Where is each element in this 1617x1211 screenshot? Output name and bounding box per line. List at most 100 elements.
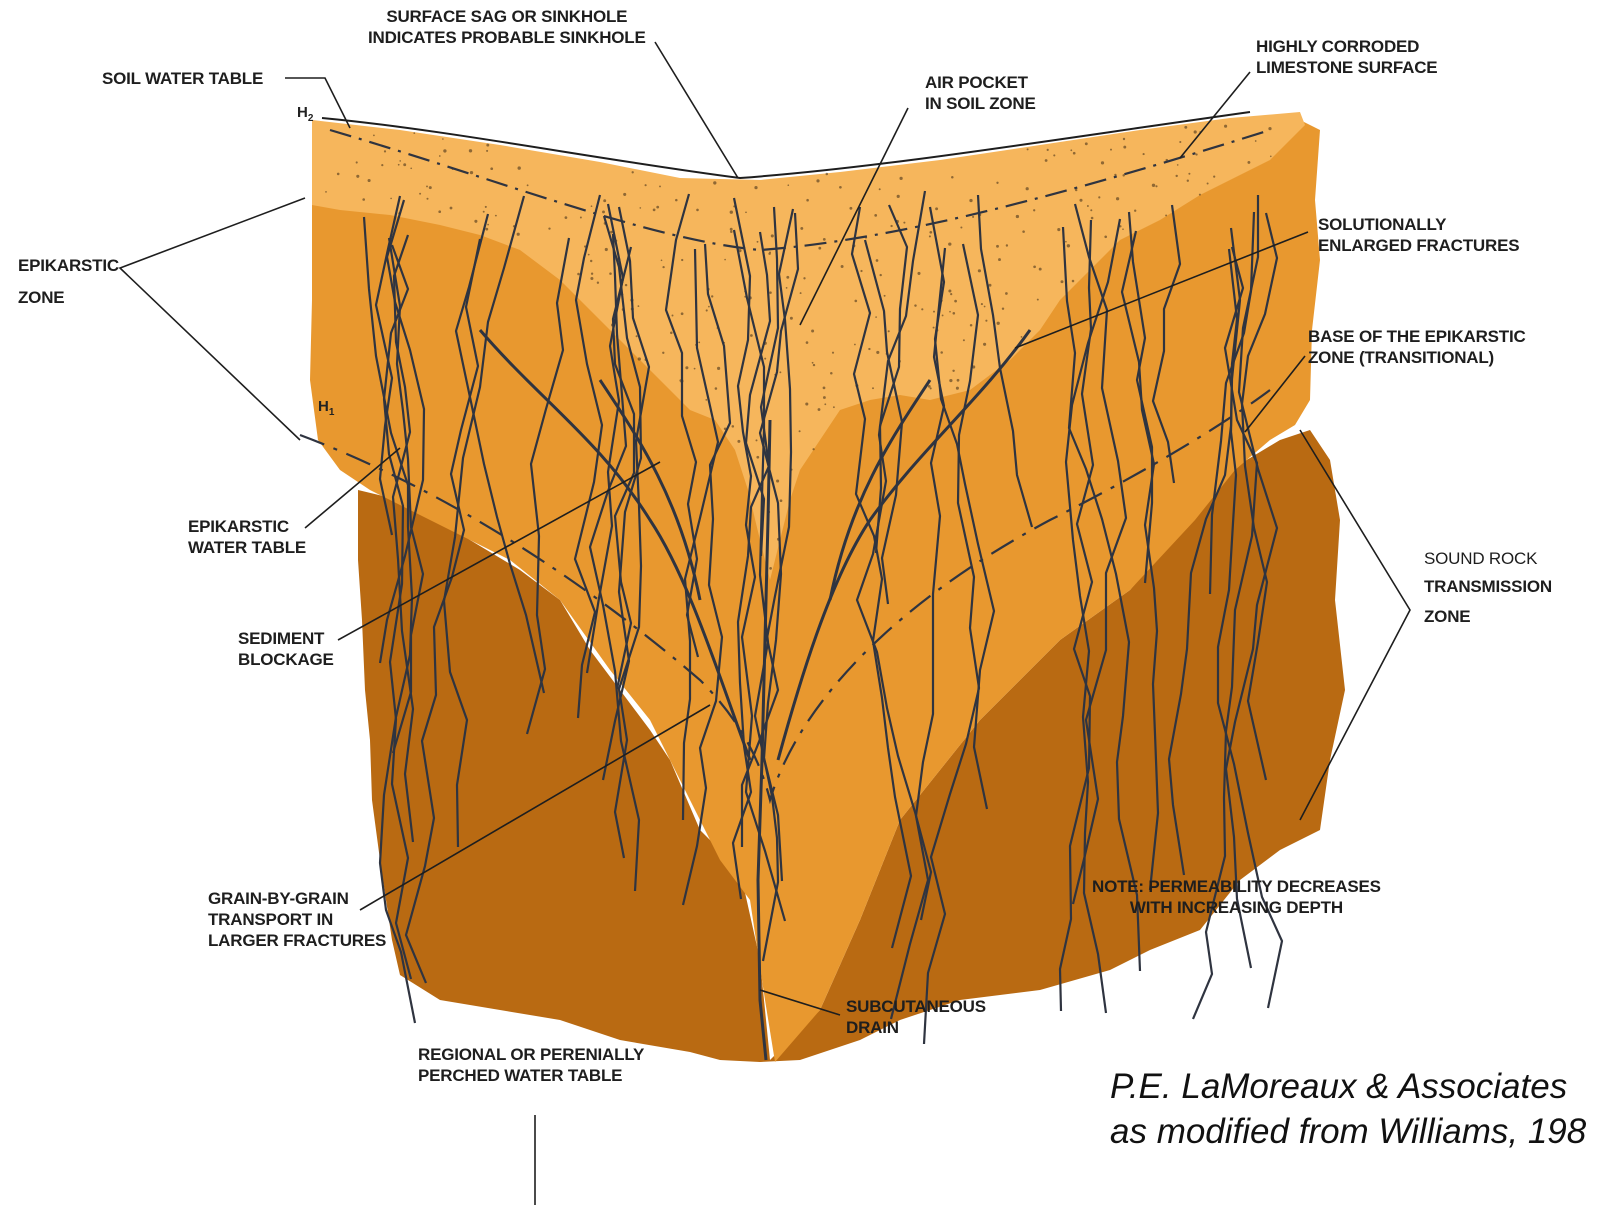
label-surface-sag-2: INDICATES PROBABLE SINKHOLE — [368, 27, 646, 48]
stipple-dot — [764, 358, 766, 360]
stipple-dot — [872, 387, 874, 389]
stipple-dot — [953, 312, 956, 315]
label-grain-transport-2: TRANSPORT IN — [208, 909, 386, 930]
stipple-dot — [950, 293, 952, 295]
stipple-dot — [933, 311, 935, 313]
stipple-dot — [711, 295, 713, 297]
stipple-dot — [952, 370, 954, 372]
stipple-dot — [997, 322, 1000, 325]
stipple-dot — [903, 222, 905, 224]
stipple-dot — [1268, 127, 1271, 130]
stipple-dot — [1085, 142, 1088, 145]
stipple-dot — [776, 479, 779, 482]
stipple-dot — [890, 225, 892, 227]
stipple-dot — [410, 167, 412, 169]
stipple-dot — [1067, 244, 1070, 247]
stipple-dot — [1061, 280, 1064, 283]
stipple-dot — [989, 284, 992, 287]
stipple-dot — [928, 385, 931, 388]
stipple-dot — [917, 272, 920, 275]
label-base-epikarstic: BASE OF THE EPIKARSTIC ZONE (TRANSITIONA… — [1308, 326, 1526, 368]
label-regional-water-table-1: REGIONAL OR PERENIALLY — [418, 1044, 644, 1065]
stipple-dot — [769, 291, 772, 294]
stipple-dot — [426, 185, 428, 187]
source-credit: P.E. LaMoreaux & Associates as modified … — [1110, 1064, 1586, 1154]
stipple-dot — [823, 238, 826, 241]
stipple-dot — [983, 343, 986, 346]
stipple-dot — [880, 274, 882, 276]
stipple-dot — [948, 289, 951, 292]
label-grain-transport: GRAIN-BY-GRAIN TRANSPORT IN LARGER FRACT… — [208, 888, 386, 951]
stipple-dot — [485, 228, 488, 231]
stipple-dot — [1184, 126, 1187, 129]
label-note: NOTE: PERMEABILITY DECREASES WITH INCREA… — [1092, 876, 1381, 918]
stipple-dot — [384, 150, 386, 152]
stipple-dot — [1090, 209, 1092, 211]
label-solutionally-enlarged-2: ENLARGED FRACTURES — [1318, 235, 1519, 256]
stipple-dot — [1021, 336, 1023, 338]
label-transmission-zone-1: TRANSMISSION — [1424, 572, 1552, 602]
label-epikarstic-water-table: EPIKARSTIC WATER TABLE — [188, 516, 306, 558]
stipple-dot — [780, 499, 783, 502]
stipple-dot — [1075, 189, 1077, 191]
stipple-dot — [373, 135, 375, 137]
label-air-pocket-1: AIR POCKET — [925, 72, 1036, 93]
stipple-dot — [591, 273, 593, 275]
stipple-dot — [590, 260, 592, 262]
stipple-dot — [1079, 199, 1082, 202]
stipple-dot — [527, 184, 529, 186]
stipple-dot — [661, 259, 663, 261]
stipple-dot — [1005, 292, 1008, 295]
stipple-dot — [1152, 184, 1155, 187]
stipple-dot — [597, 282, 599, 284]
stipple-dot — [996, 182, 998, 184]
stipple-dot — [591, 205, 593, 207]
label-base-epikarstic-1: BASE OF THE EPIKARSTIC — [1308, 326, 1526, 347]
label-transmission-zone-2: ZONE — [1424, 602, 1552, 632]
stipple-dot — [1194, 130, 1197, 133]
stipple-dot — [1047, 149, 1049, 151]
stipple-dot — [957, 379, 960, 382]
stipple-dot — [1053, 154, 1055, 156]
stipple-dot — [854, 344, 856, 346]
stipple-dot — [337, 173, 340, 176]
stipple-dot — [839, 186, 842, 189]
stipple-dot — [625, 284, 627, 286]
stipple-dot — [1002, 307, 1004, 309]
stipple-dot — [580, 217, 582, 219]
stipple-dot — [730, 228, 733, 231]
source-credit-line-1: P.E. LaMoreaux & Associates — [1110, 1064, 1586, 1109]
stipple-dot — [876, 351, 879, 354]
stipple-dot — [696, 209, 699, 212]
label-highly-corroded: HIGHLY CORRODED LIMESTONE SURFACE — [1256, 36, 1437, 78]
label-note-2: WITH INCREASING DEPTH — [1092, 897, 1381, 918]
stipple-dot — [730, 211, 733, 214]
stipple-dot — [1122, 228, 1124, 230]
stipple-dot — [398, 164, 400, 166]
stipple-dot — [849, 207, 852, 210]
stipple-dot — [470, 171, 473, 174]
stipple-dot — [949, 379, 952, 382]
label-soil-water-table: SOIL WATER TABLE — [102, 68, 263, 89]
label-h2: H2 — [297, 104, 313, 124]
stipple-dot — [954, 300, 957, 303]
stipple-dot — [485, 206, 487, 208]
stipple-dot — [930, 387, 932, 389]
stipple-dot — [429, 186, 432, 189]
label-regional-water-table-2: PERCHED WATER TABLE — [418, 1065, 644, 1086]
stipple-dot — [790, 317, 793, 320]
stipple-dot — [868, 348, 870, 350]
stipple-dot — [356, 175, 359, 178]
label-epikarstic-zone-1: EPIKARSTIC — [18, 250, 119, 282]
stipple-dot — [639, 207, 641, 209]
label-h1: H1 — [318, 398, 334, 418]
stipple-dot — [1213, 176, 1215, 178]
stipple-dot — [636, 335, 638, 337]
stipple-dot — [681, 312, 684, 315]
stipple-dot — [1033, 265, 1036, 268]
label-base-epikarstic-2: ZONE (TRANSITIONAL) — [1308, 347, 1526, 368]
stipple-dot — [1177, 164, 1179, 166]
stipple-dot — [757, 241, 759, 243]
stipple-dot — [724, 259, 726, 261]
